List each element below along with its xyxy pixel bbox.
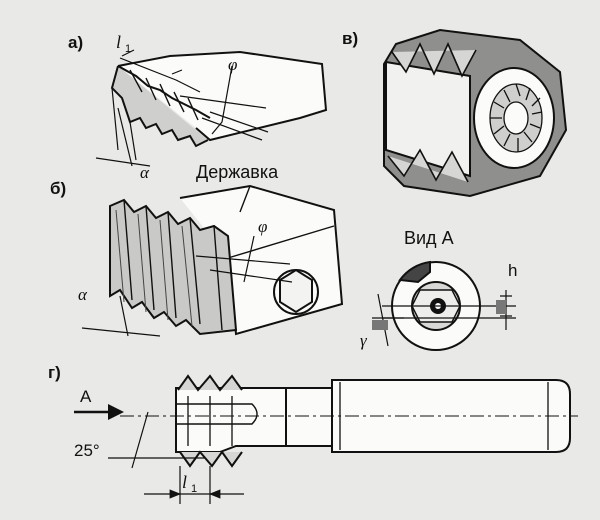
serrated-ring: [489, 83, 543, 153]
label-arrow-a: A: [80, 387, 92, 406]
label-alpha-a: α: [140, 163, 150, 182]
label-g: г): [48, 363, 61, 382]
label-v: в): [342, 29, 358, 48]
label-b: б): [50, 179, 66, 198]
label-l1-bottom-sub: 1: [191, 483, 197, 495]
label-holder: Державка: [196, 162, 279, 182]
figure-a: [95, 49, 328, 167]
label-l1-top-sub: 1: [125, 43, 131, 55]
figure-v: [383, 28, 568, 198]
label-h: h: [508, 261, 517, 280]
label-alpha-b: α: [78, 285, 88, 304]
figure-g: [108, 374, 578, 504]
label-phi-b: φ: [258, 217, 267, 236]
label-l1-top: l: [116, 32, 121, 52]
label-l1-bottom: l: [182, 472, 187, 492]
label-angle-25: 25°: [74, 441, 100, 460]
label-gamma: γ: [360, 331, 368, 350]
label-phi-a: φ: [228, 55, 237, 74]
figure-view-a: [372, 260, 516, 351]
label-view-a: Вид А: [404, 228, 454, 248]
view-arrow-a: [74, 404, 124, 420]
label-a: а): [68, 33, 83, 52]
figure-b: [81, 184, 344, 337]
